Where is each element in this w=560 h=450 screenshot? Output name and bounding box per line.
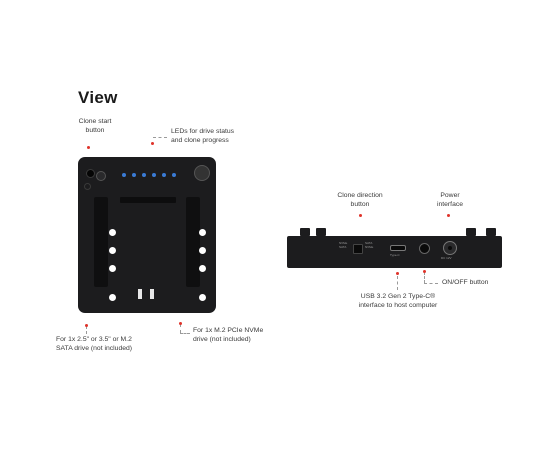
led-indicator — [172, 173, 176, 177]
mount-hole — [199, 229, 206, 236]
usb-label: USB 3.2 Gen 2 Type-C® interface to host … — [358, 293, 438, 309]
callout-marker — [447, 214, 450, 217]
led-strip — [122, 173, 182, 177]
clone-start-button-ring — [84, 183, 91, 190]
callout-marker — [423, 270, 426, 273]
callout-marker — [179, 322, 182, 325]
callout-marker — [396, 272, 399, 275]
mount-hole — [109, 247, 116, 254]
nvme-leader — [180, 324, 181, 333]
center-slot — [120, 197, 176, 203]
on-off-leader-h — [424, 283, 438, 284]
sata-leader — [86, 326, 87, 334]
led-indicator — [162, 173, 166, 177]
callout-marker — [151, 142, 154, 145]
mount-hole — [109, 229, 116, 236]
usb-c-marking: Type-C — [390, 253, 400, 257]
sata-connector — [138, 289, 142, 299]
nvme-drive-label: For 1x M.2 PCIe NVMe drive (not included… — [193, 327, 264, 343]
led-indicator — [132, 173, 136, 177]
nvme-leader-h — [180, 333, 190, 334]
foot — [466, 228, 476, 236]
dc-power-jack — [443, 241, 457, 255]
clone-direction-label: Clone direction button — [337, 192, 383, 208]
led-indicator — [122, 173, 126, 177]
mount-hole — [109, 294, 116, 301]
device-top-view — [78, 157, 216, 313]
dc-marking: DC 12V — [441, 256, 452, 260]
usb-leader — [397, 276, 398, 290]
clone-start-button — [86, 169, 95, 178]
callout-marker — [87, 146, 90, 149]
mount-hole — [109, 265, 116, 272]
mount-hole — [199, 247, 206, 254]
leds-leader — [153, 137, 167, 138]
foot — [486, 228, 496, 236]
clone-start-label: Clone start button — [78, 118, 112, 134]
on-off-leader-v — [424, 272, 425, 283]
sata-connector — [150, 289, 154, 299]
right-bay-rail — [186, 197, 200, 287]
sata-drive-label: For 1x 2.5" or 3.5" or M.2 SATA drive (n… — [56, 336, 133, 352]
callout-marker — [359, 214, 362, 217]
usb-c-port — [390, 245, 406, 251]
aux-button — [96, 171, 106, 181]
mount-hole — [199, 294, 206, 301]
callout-marker — [85, 324, 88, 327]
clone-direction-switch — [353, 244, 363, 254]
on-off-label: ON/OFF button — [442, 279, 489, 286]
foot — [300, 228, 310, 236]
on-off-button — [419, 243, 430, 254]
led-indicator — [152, 173, 156, 177]
left-bay-rail — [94, 197, 108, 287]
led-indicator — [142, 173, 146, 177]
page-title: View — [78, 88, 118, 107]
leds-label: LEDs for drive status and clone progress — [171, 128, 235, 144]
foot — [316, 228, 326, 236]
mount-hole — [199, 265, 206, 272]
power-knob — [194, 165, 210, 181]
power-interface-label: Power interface — [436, 192, 464, 208]
